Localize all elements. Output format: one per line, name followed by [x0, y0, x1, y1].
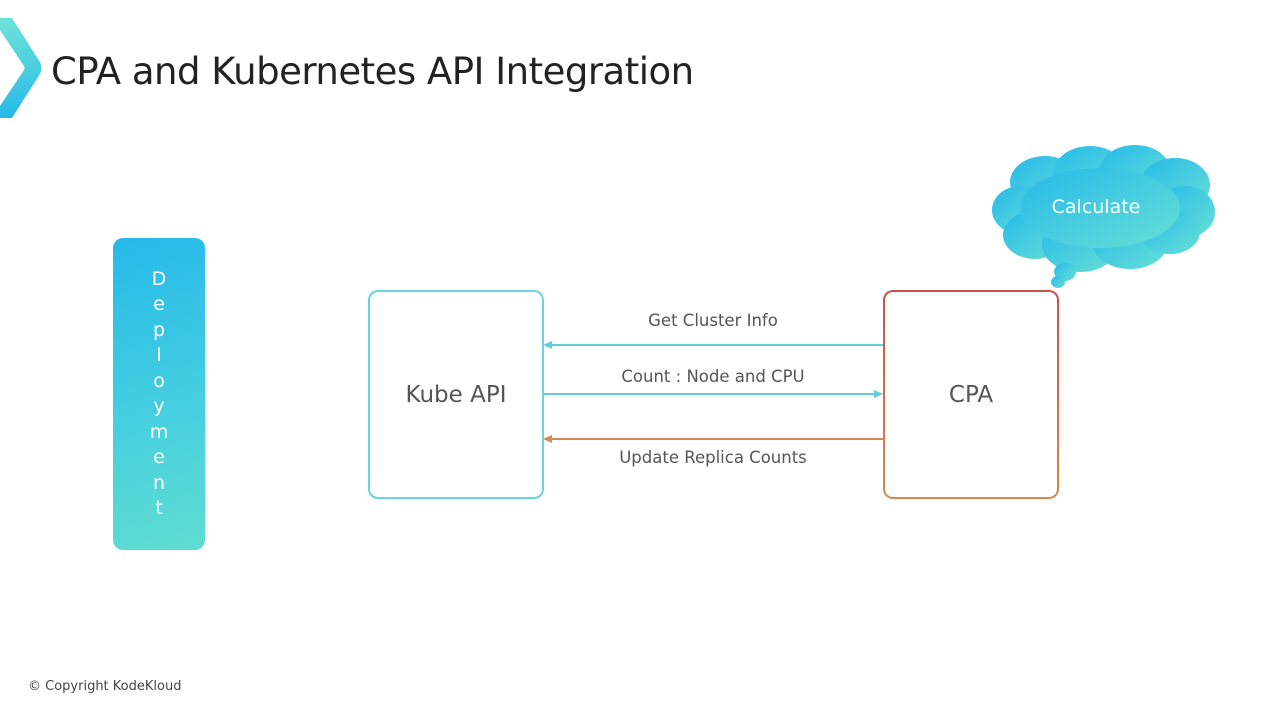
arrow-count-node-cpu: [543, 390, 883, 398]
page-title: CPA and Kubernetes API Integration: [51, 50, 694, 93]
deployment-box: D e p l o y m e n t: [113, 238, 205, 550]
cpa-box: CPA: [883, 290, 1059, 499]
deployment-letter: t: [155, 497, 163, 519]
arrow-label-get-cluster-info: Get Cluster Info: [648, 311, 778, 330]
deployment-letter: m: [149, 420, 169, 443]
deployment-letter: o: [153, 369, 165, 392]
thought-cloud-icon: [992, 145, 1215, 288]
kube-api-box: Kube API: [368, 290, 544, 499]
arrow-update-replica-counts: [543, 435, 883, 443]
deployment-letter: p: [152, 318, 166, 341]
deployment-letter: e: [153, 446, 165, 468]
arrow-get-cluster-info: [543, 341, 883, 349]
kube-api-label: Kube API: [405, 381, 507, 408]
cpa-label: CPA: [948, 381, 994, 408]
kodekloud-chevron-logo-icon: [0, 18, 42, 118]
arrow-label-count-node-cpu: Count : Node and CPU: [621, 367, 805, 386]
arrow-label-update-replica-counts: Update Replica Counts: [619, 448, 807, 467]
arrowhead-left-icon: [543, 435, 552, 443]
deployment-letter: n: [152, 471, 166, 494]
arrowhead-left-icon: [543, 341, 552, 349]
cloud-label: Calculate: [1051, 196, 1141, 218]
deployment-letter: D: [151, 267, 167, 290]
copyright-footer: © Copyright KodeKloud: [28, 679, 182, 694]
deployment-letter: l: [156, 344, 162, 366]
deployment-letter: y: [153, 395, 165, 417]
deployment-letter: e: [153, 293, 165, 315]
arrowhead-right-icon: [874, 390, 883, 398]
